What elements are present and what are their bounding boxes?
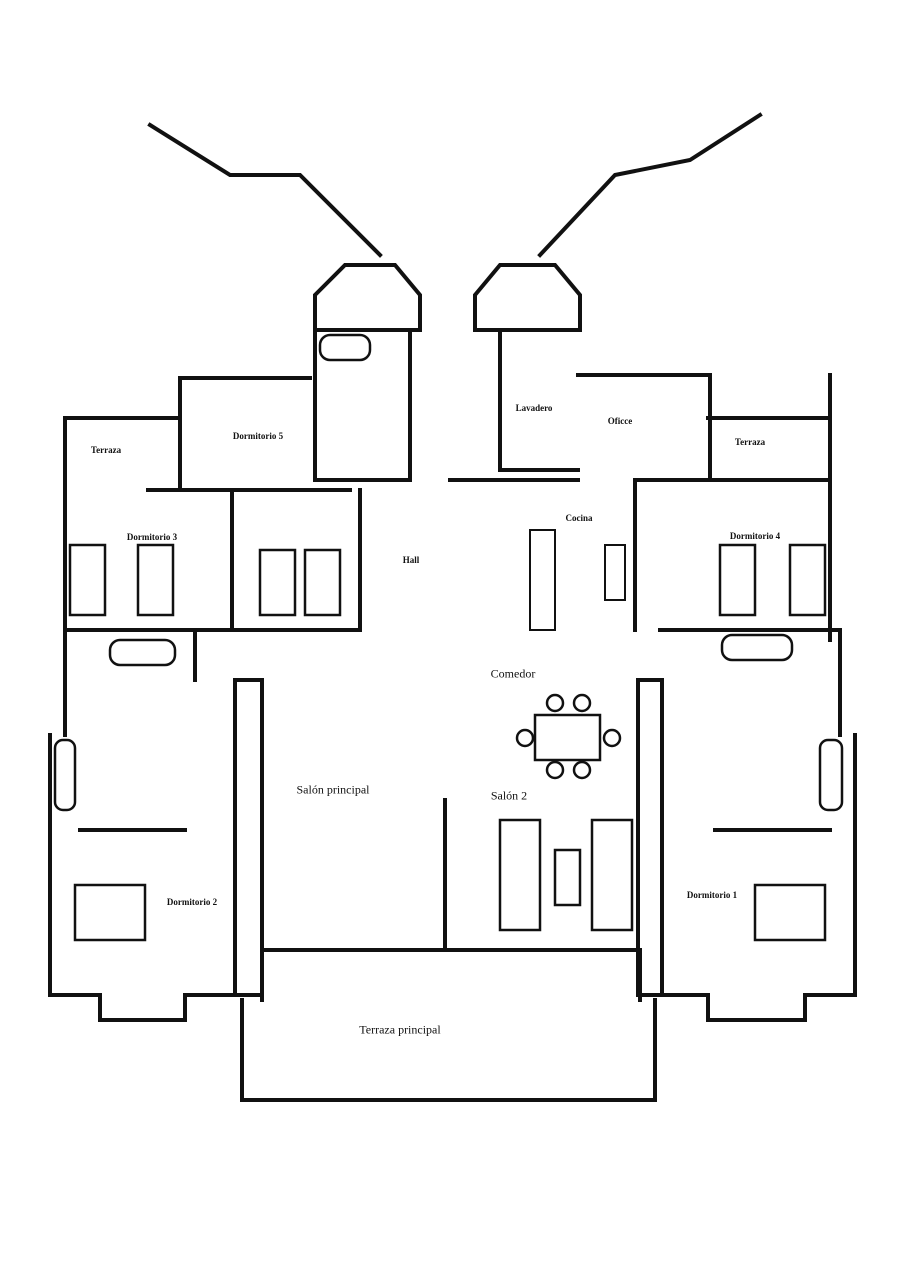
bed-icon	[753, 883, 827, 942]
dining-table-icon	[533, 713, 602, 762]
room-label-dormitorio-3: Dormitorio 3	[126, 532, 178, 542]
bathtub-icon	[720, 633, 794, 662]
coffee-table-icon	[553, 848, 582, 907]
wall-dormitorio-1	[636, 628, 857, 1022]
wall-dormitorio-2	[48, 628, 264, 1022]
room-label-terraza-left: Terraza	[90, 445, 122, 455]
room-label-cocina: Cocina	[565, 513, 593, 523]
kitchen-counters	[529, 529, 626, 631]
bed-icon	[303, 548, 342, 617]
room-label-terraza-right: Terraza	[734, 437, 766, 447]
room-label-dormitorio-4: Dormitorio 4	[729, 531, 781, 541]
room-label-dormitorio-5: Dormitorio 5	[232, 431, 284, 441]
room-label-dormitorio-2: Dormitorio 2	[166, 897, 218, 907]
bed-icon	[258, 548, 297, 617]
wall-centre	[240, 798, 657, 1102]
room-label-lavadero: Lavadero	[515, 403, 553, 413]
chair-icon	[515, 728, 535, 748]
bed-icon	[73, 883, 147, 942]
bathtub-icon	[53, 738, 77, 812]
chair-icon	[572, 693, 592, 713]
wall-right-rooms	[448, 328, 842, 642]
wall-right-vestibule	[473, 263, 582, 332]
room-label-dormitorio-1: Dormitorio 1	[686, 890, 738, 900]
bed-icon	[718, 543, 757, 617]
sofa-icon	[590, 818, 634, 932]
chair-icon	[545, 693, 565, 713]
bathtub-icon	[818, 738, 844, 812]
room-label-salon-principal: Salón principal	[296, 782, 370, 797]
room-label-hall: Hall	[402, 555, 420, 565]
chair-icon	[545, 760, 565, 780]
bed-icon	[788, 543, 827, 617]
sofa-icon	[498, 818, 542, 932]
bed-icon	[136, 543, 175, 617]
wall-upper-right-path	[537, 112, 763, 258]
room-label-oficce: Oficce	[607, 416, 633, 426]
bed-icon	[68, 543, 107, 617]
wall-upper-left-path	[147, 122, 383, 258]
room-label-salon-2: Salón 2	[490, 788, 528, 803]
wall-left-rooms	[63, 328, 412, 632]
room-label-terraza-principal: Terraza principal	[359, 1022, 441, 1037]
wall-left-vestibule	[313, 263, 422, 332]
chair-icon	[602, 728, 622, 748]
bathtub-icon	[318, 333, 372, 362]
bathtub-icon	[108, 638, 177, 667]
chair-icon	[572, 760, 592, 780]
room-label-comedor: Comedor	[490, 666, 536, 681]
